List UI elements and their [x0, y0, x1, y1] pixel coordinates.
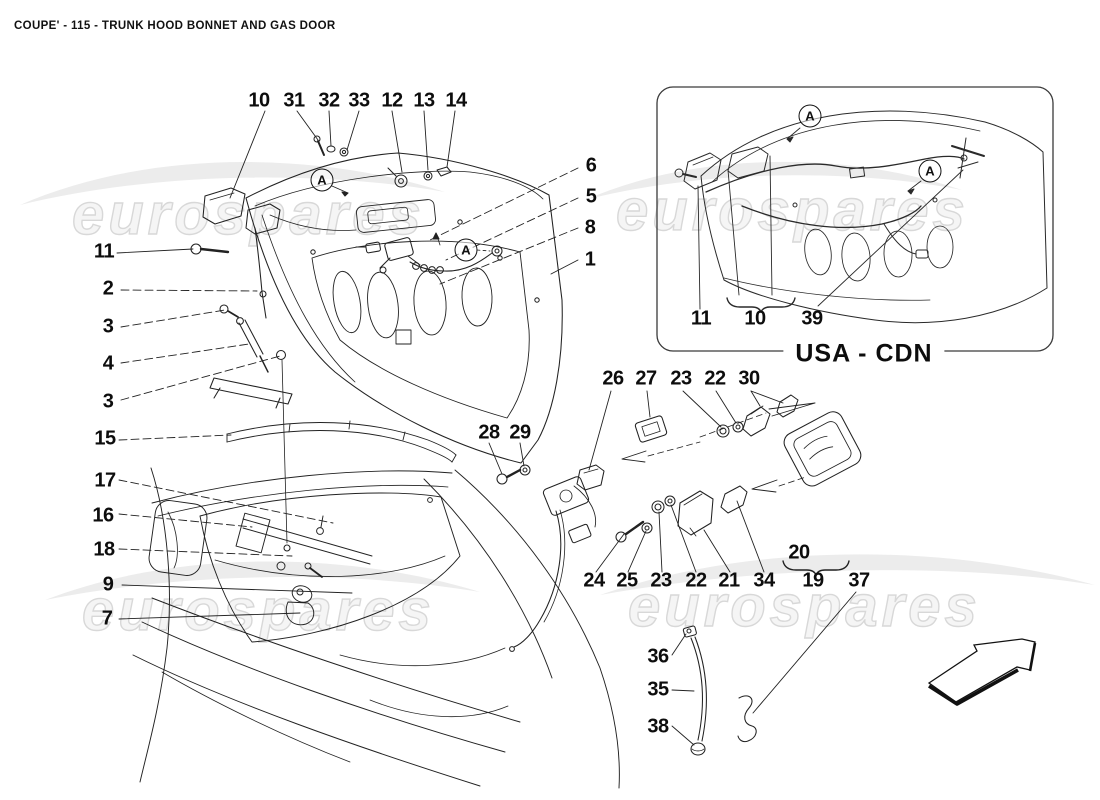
detail-marker-A-1: A	[454, 238, 478, 262]
inset-usa-cdn	[656, 86, 1054, 352]
callout-24-32: 24	[583, 569, 605, 592]
callout-30-29: 30	[738, 367, 760, 390]
callout-17-17: 17	[94, 469, 116, 492]
watermark-text: eurospares	[82, 578, 435, 643]
callout-8-9: 8	[584, 216, 596, 239]
callout-5-8: 5	[585, 185, 597, 208]
release-cable-drawing	[496, 464, 597, 652]
callout-3-13: 3	[102, 315, 114, 338]
trunk-lid-drawing	[245, 135, 563, 464]
callout-7-21: 7	[101, 607, 113, 630]
callout-25-33: 25	[616, 569, 638, 592]
callout-12-4: 12	[381, 89, 403, 112]
callout-3-15: 3	[102, 390, 114, 413]
detail-marker-A-0: A	[310, 168, 334, 192]
bracket-10	[726, 297, 796, 313]
detail-marker-A-3: A	[918, 159, 942, 183]
hinge-strut-drawing	[190, 187, 293, 552]
callout-35-42: 35	[647, 678, 669, 701]
bracket-20	[782, 560, 850, 576]
inset-region-label: USA - CDN	[783, 339, 945, 369]
watermark-layer: eurospares eurospares eurospares eurospa…	[20, 161, 1095, 644]
gas-door-cluster-drawing	[576, 394, 862, 543]
callout-22-35: 22	[685, 569, 707, 592]
seal-strip-drawing	[226, 420, 457, 463]
callout-28-30: 28	[478, 421, 500, 444]
callout-23-34: 23	[650, 569, 672, 592]
callout-2-12: 2	[102, 277, 114, 300]
main-diagram	[116, 110, 862, 789]
watermark-text: eurospares	[616, 178, 969, 243]
watermark-text: eurospares	[72, 182, 425, 247]
callout-23-27: 23	[670, 367, 692, 390]
callout-38-43: 38	[647, 715, 669, 738]
callout-34-37: 34	[753, 569, 775, 592]
callout-16-18: 16	[92, 504, 114, 527]
callout-37-40: 37	[848, 569, 870, 592]
callout-1-10: 1	[584, 248, 596, 271]
callout-10-23: 10	[744, 307, 766, 330]
detail-marker-A-2: A	[798, 104, 822, 128]
callout-36-41: 36	[647, 645, 669, 668]
callout-29-31: 29	[509, 421, 531, 444]
page-title: COUPE' - 115 - TRUNK HOOD BONNET AND GAS…	[14, 20, 336, 32]
callout-33-3: 33	[348, 89, 370, 112]
callout-22-28: 22	[704, 367, 726, 390]
callout-9-20: 9	[102, 573, 114, 596]
callout-18-19: 18	[93, 538, 115, 561]
callout-39-24: 39	[801, 307, 823, 330]
callout-13-5: 13	[413, 89, 435, 112]
direction-arrow-icon	[927, 638, 1037, 706]
callout-20-38: 20	[788, 541, 810, 564]
callout-6-7: 6	[585, 154, 597, 177]
callout-11-11: 11	[93, 240, 115, 263]
callout-19-39: 19	[802, 569, 824, 592]
leader-lines	[116, 110, 857, 746]
prop-rod-drawing	[682, 625, 757, 756]
inset-leader-lines	[697, 155, 964, 310]
callout-11-22: 11	[690, 307, 712, 330]
callout-10-0: 10	[248, 89, 270, 112]
callout-14-6: 14	[445, 89, 467, 112]
callout-31-1: 31	[283, 89, 305, 112]
leader-lines-dashed	[118, 167, 579, 557]
car-rear-body-drawing	[132, 467, 620, 789]
callout-27-26: 27	[635, 367, 657, 390]
callout-15-16: 15	[94, 427, 116, 450]
callout-32-2: 32	[318, 89, 340, 112]
callout-21-36: 21	[718, 569, 740, 592]
callout-26-25: 26	[602, 367, 624, 390]
callout-4-14: 4	[102, 352, 114, 375]
